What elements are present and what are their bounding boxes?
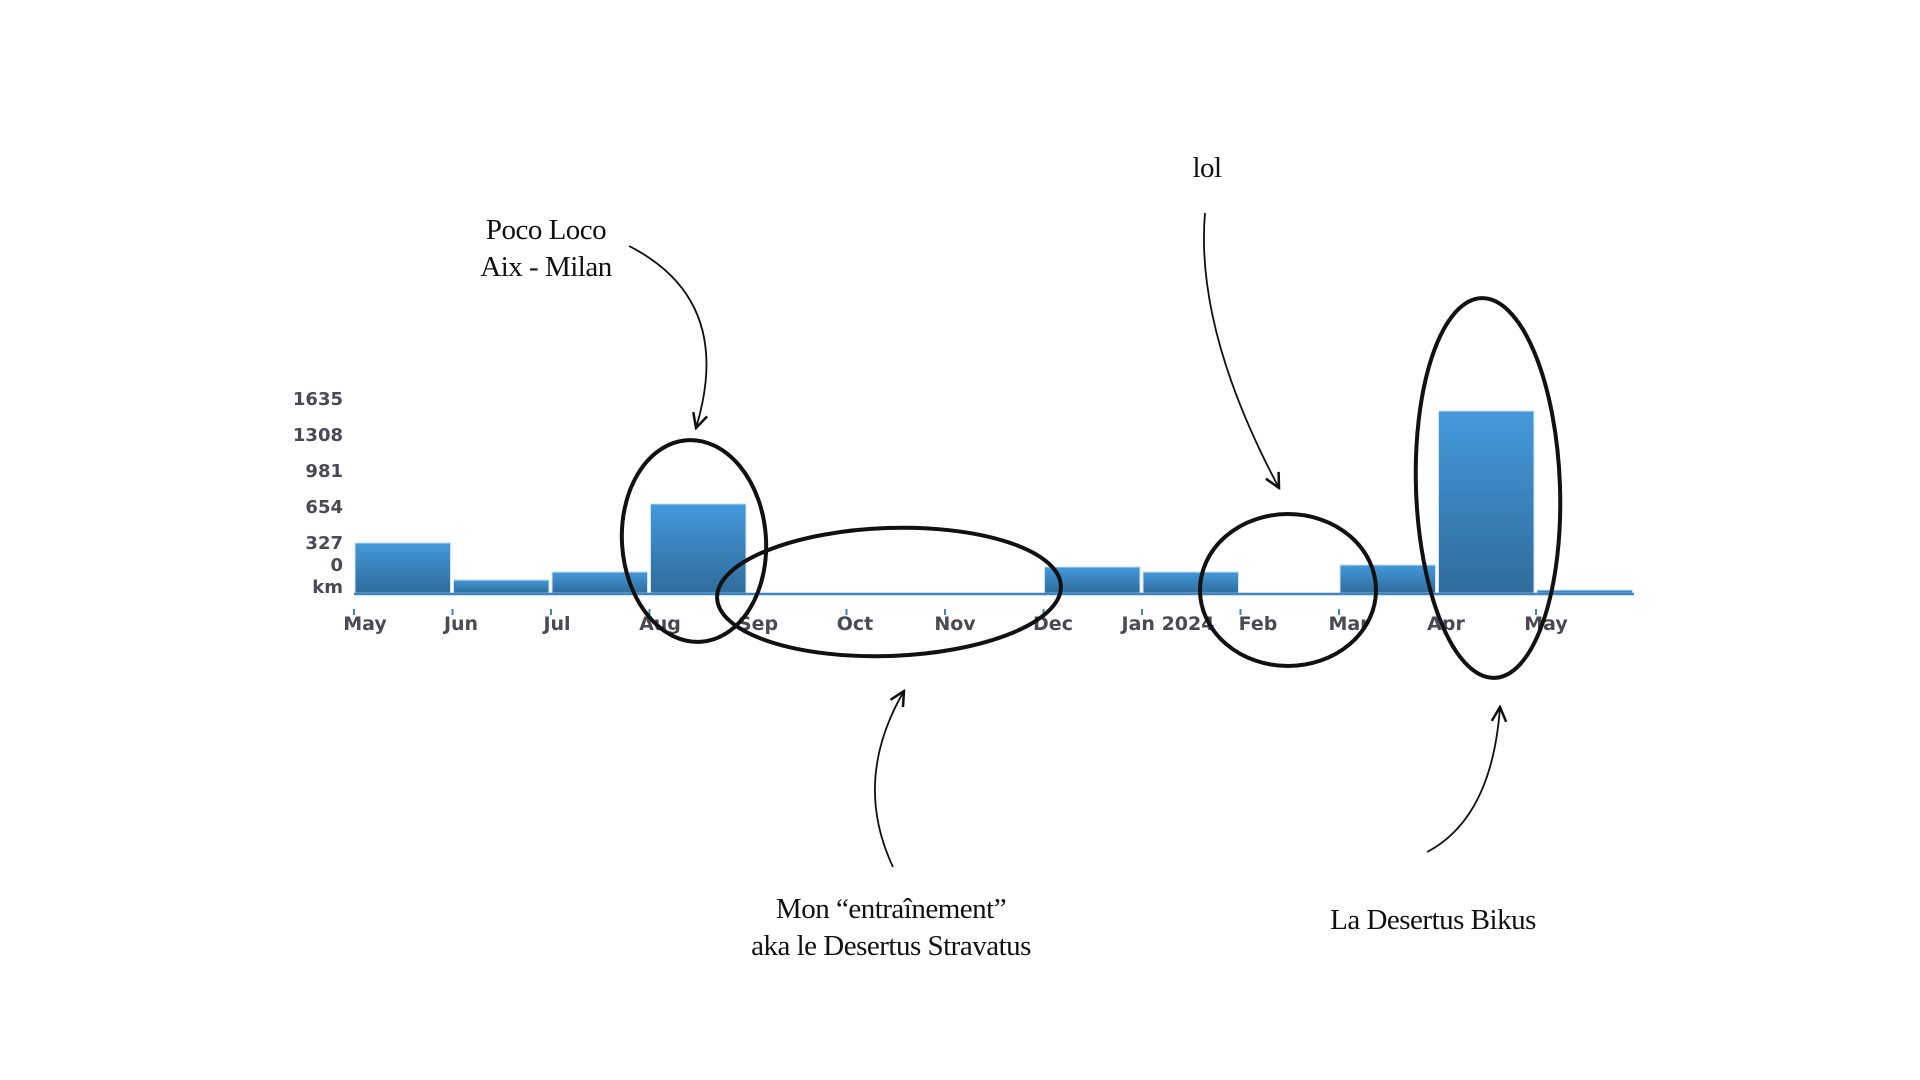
y-tick-label: 981 [305,461,343,482]
training-line-1: Mon “entraînement” [775,893,1007,925]
training-line-2: aka le Desertus Stravatus [751,930,1031,962]
x-tick-label: Nov [934,613,976,635]
y-tick-label: 654 [305,497,343,518]
lol-annotation: lol [1192,152,1222,184]
bar-may-2023 [354,542,451,594]
bar-jan-2024 [1142,571,1239,594]
x-tick-label: May [1524,613,1568,635]
y-tick-label: 0 [330,555,343,576]
x-tick-label: Oct [837,613,874,635]
x-tick-label: Sep [738,613,778,635]
bar-aug-2023 [650,503,747,594]
bikus-arrow [1426,707,1500,853]
x-tick-label: May [343,613,387,635]
training-annotation: Mon “entraînement” aka le Desertus Strav… [751,891,1031,965]
x-tick-label: Apr [1427,613,1465,635]
bar-jun-2023 [453,579,550,594]
poco-loco-arrow [628,245,706,428]
x-tick-label: Jan 2024 [1120,613,1215,635]
aug-highlight-ellipse [619,438,769,644]
x-tick-label: Mar [1328,613,1370,635]
x-tick-label: Jul [541,613,570,635]
training-arrow [874,691,904,868]
feb-highlight-ellipse [1198,512,1378,668]
poco-loco-annotation: Poco Loco Aix - Milan [480,212,612,286]
x-tick-label: Jun [442,613,478,635]
y-tick-label: 1635 [293,389,343,410]
poco-loco-line-1: Poco Loco [485,214,607,246]
apr-highlight-ellipse [1413,296,1563,680]
poco-loco-line-2: Aix - Milan [480,251,612,283]
autumn-highlight-ellipse [715,525,1063,659]
lol-arrow [1203,212,1279,488]
y-tick-label: 1308 [293,425,343,446]
y-tick-label: 327 [305,533,343,554]
y-axis-unit-label: km [312,577,343,598]
x-tick-label: Aug [639,613,681,635]
x-tick-label: Dec [1033,613,1073,635]
bar-apr-2024 [1438,410,1535,594]
bar-mar-2024 [1339,564,1436,594]
x-tick-label: Feb [1239,613,1278,635]
bikus-annotation: La Desertus Bikus [1330,904,1536,936]
